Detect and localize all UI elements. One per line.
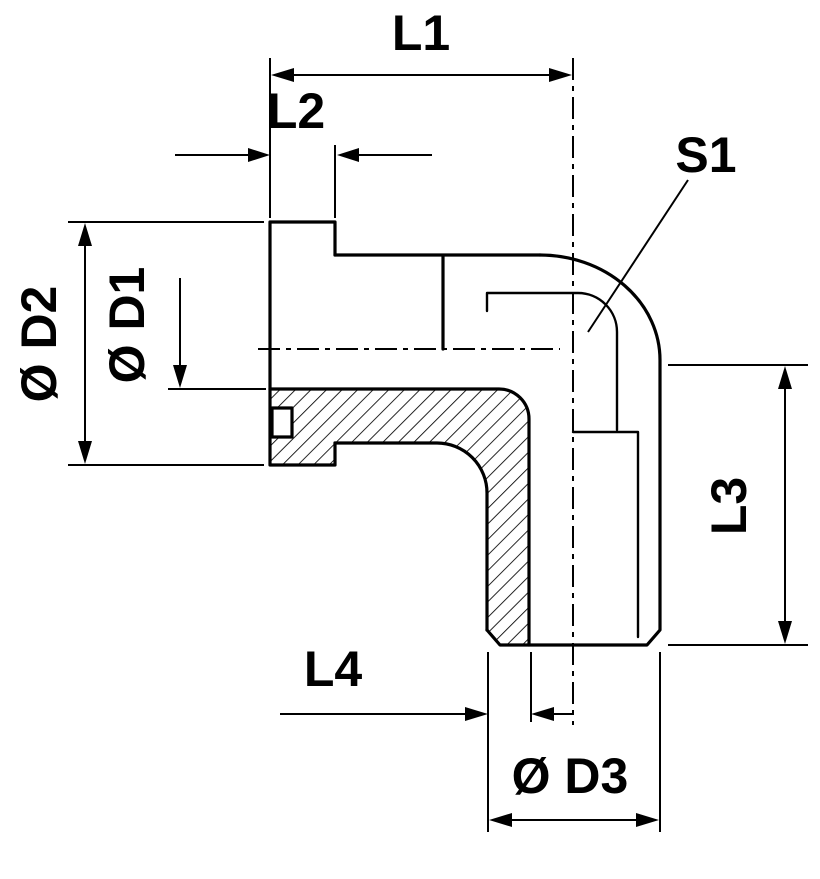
dimension-d1: Ø D1 <box>99 267 266 390</box>
dimension-l2: L2 <box>175 83 432 218</box>
dimension-label-l1: L1 <box>392 5 450 61</box>
arrowhead-right <box>337 148 359 162</box>
arrowhead-right <box>531 707 554 721</box>
arrowhead-top <box>778 366 792 389</box>
stud-thread-lines <box>571 430 640 639</box>
lower-outer-profile <box>333 441 489 632</box>
bore-wall <box>268 387 531 647</box>
arrowhead-down <box>173 365 187 388</box>
hatch-fill <box>270 389 529 645</box>
dimension-l3: L3 <box>668 364 808 646</box>
elbow-outer-profile <box>485 253 662 647</box>
leader-line <box>587 179 689 333</box>
dimension-label-l4: L4 <box>304 641 363 697</box>
arrowhead-left <box>465 707 488 721</box>
arrowhead-top <box>78 223 92 246</box>
dimension-label-d3: Ø D3 <box>512 748 629 804</box>
dimension-label-l3: L3 <box>701 477 757 535</box>
arrowhead-right <box>636 813 659 827</box>
arrowhead-left <box>489 813 512 827</box>
dimension-d2: Ø D2 <box>11 221 264 466</box>
section-hatching <box>270 389 529 645</box>
arrowhead-bottom <box>778 621 792 644</box>
flange-outline <box>268 220 337 467</box>
arrowhead-right <box>549 68 572 82</box>
dimension-label-d2: Ø D2 <box>11 286 67 403</box>
arrowhead-bottom <box>78 441 92 464</box>
groove-notch <box>270 406 294 439</box>
dimension-l4: L4 <box>280 641 573 722</box>
dimension-label-l2: L2 <box>267 83 325 139</box>
part-outline <box>268 220 662 647</box>
dimension-label-s1: S1 <box>675 127 736 183</box>
body-top-edge <box>333 253 542 351</box>
centerlines <box>258 58 574 725</box>
arrowhead-left <box>271 68 294 82</box>
arrowhead-left <box>248 148 270 162</box>
dimension-s1: S1 <box>587 127 737 333</box>
hex-flat-and-passage <box>485 291 619 432</box>
dimension-label-d1: Ø D1 <box>99 267 155 384</box>
dimension-l1: L1 <box>269 5 572 218</box>
dimension-d3: Ø D3 <box>487 652 661 832</box>
